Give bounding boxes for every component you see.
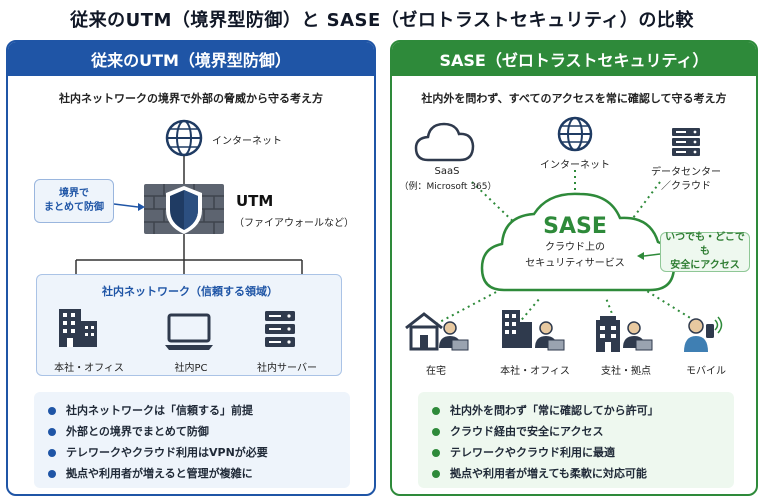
internal-network-box: 社内ネットワーク（信頼する領域） <box>36 274 342 376</box>
globe-icon <box>165 119 203 157</box>
datacenter-label: データセンター ／クラウド <box>636 166 736 194</box>
globe-icon <box>557 116 593 152</box>
sase-panel: SASE（ゼロトラストセキュリティ） 社内外を問わず、すべてのアクセスを常に確認… <box>390 40 758 496</box>
boundary-callout: 境界で まとめて防御 <box>34 179 114 223</box>
sase-sub-line2: セキュリティサービス <box>525 258 625 269</box>
firewall-icon <box>144 184 224 234</box>
sase-internet-label: インターネット <box>540 160 610 171</box>
endpoint-mobile: モバイル <box>686 366 726 377</box>
endpoint-home: 在宅 <box>426 366 446 377</box>
boundary-callout-line1: 境界で <box>59 188 89 199</box>
saas-cloud-icon <box>414 122 475 162</box>
datacenter-label-line2: ／クラウド <box>661 181 711 192</box>
utm-panel-header: 従来のUTM（境界型防御） <box>8 42 374 76</box>
utm-bullet: 外部との境界でまとめて防御 <box>48 421 340 442</box>
internal-network-icons <box>59 309 295 350</box>
branch-building-icon <box>596 316 620 352</box>
endpoint-office: 本社・オフィス <box>500 366 570 377</box>
sase-bullet: 社内外を問わず「常に確認してから許可」 <box>432 400 724 421</box>
utm-panel: 従来のUTM（境界型防御） 社内ネットワークの境界で外部の脅威から守る考え方 <box>6 40 376 496</box>
mobile-user-icon <box>684 316 723 352</box>
sase-diagram-graphics <box>405 116 723 352</box>
utm-bullet: 拠点や利用者が増えると管理が複雑に <box>48 463 340 484</box>
utm-internet-label: インターネット <box>212 136 282 147</box>
saas-label: SaaS <box>434 166 460 177</box>
sase-bullet: テレワークやクラウド利用に最適 <box>432 442 724 463</box>
server-icon <box>265 311 295 347</box>
sase-subtitle: 社内外を問わず、すべてのアクセスを常に確認して守る考え方 <box>421 92 727 105</box>
laptop-icon <box>165 313 213 350</box>
access-callout-line2: 安全にアクセス <box>670 260 740 271</box>
sase-title: SASE <box>543 214 607 239</box>
home-icon <box>405 312 443 351</box>
user-laptop-icon <box>535 321 565 351</box>
datacenter-label-line1: データセンター <box>651 167 721 178</box>
utm-diagram-graphics <box>75 119 303 274</box>
utm-sublabel: （ファイアウォールなど） <box>234 218 354 229</box>
datacenter-icon <box>672 128 700 156</box>
sase-connectors <box>435 170 701 325</box>
sase-sub-line1: クラウド上の <box>545 242 605 253</box>
internal-network-title: 社内ネットワーク（信頼する領域） <box>102 285 278 298</box>
sase-bullet: クラウド経由で安全にアクセス <box>432 421 724 442</box>
saas-sublabel: （例：Microsoft 365） <box>399 182 497 192</box>
office-building-icon <box>502 310 532 348</box>
sase-cloud-label: SASE クラウド上の セキュリティサービス <box>500 214 650 271</box>
utm-bullet: 社内ネットワークは「信頼する」前提 <box>48 400 340 421</box>
boundary-callout-line2: まとめて防御 <box>44 202 104 213</box>
sase-bullet: 拠点や利用者が増えても柔軟に対応可能 <box>432 463 724 484</box>
utm-bullet: テレワークやクラウド利用はVPNが必要 <box>48 442 340 463</box>
utm-bullets: 社内ネットワークは「信頼する」前提 外部との境界でまとめて防御 テレワークやクラ… <box>34 392 350 488</box>
page-title: 従来のUTM（境界型防御）と SASE（ゼロトラストセキュリティ）の比較 <box>70 10 694 31</box>
network-item-server: 社内サーバー <box>257 363 317 374</box>
access-callout: いつでも・どこでも 安全にアクセス <box>660 232 750 272</box>
sase-bullets: 社内外を問わず「常に確認してから許可」 クラウド経由で安全にアクセス テレワーク… <box>418 392 734 488</box>
building-icon <box>59 309 97 347</box>
utm-subtitle: 社内ネットワークの境界で外部の脅威から守る考え方 <box>59 92 323 105</box>
network-item-pc: 社内PC <box>174 363 208 374</box>
user-laptop-icon <box>439 321 469 351</box>
access-callout-line1: いつでも・どこでも <box>665 232 745 257</box>
network-item-office: 本社・オフィス <box>54 363 124 374</box>
sase-panel-header: SASE（ゼロトラストセキュリティ） <box>392 42 756 76</box>
endpoint-branch: 支社・拠点 <box>601 366 651 377</box>
utm-label: UTM <box>236 192 274 210</box>
user-laptop-icon <box>623 321 653 351</box>
